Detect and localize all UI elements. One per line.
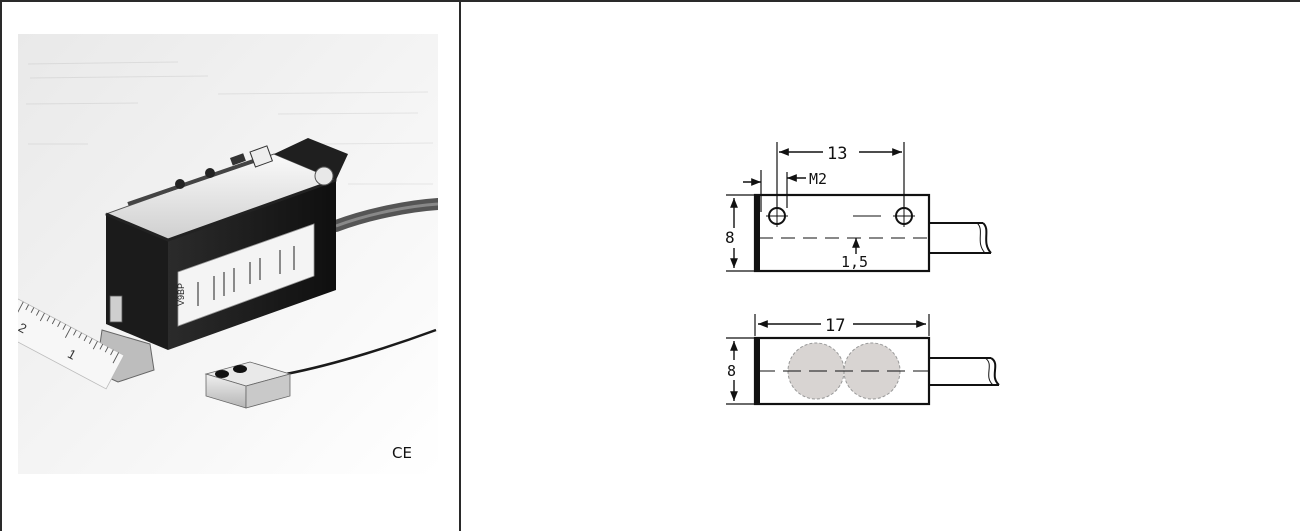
- indicator-led-1: [175, 179, 185, 189]
- dim-hole-spacing: 13: [827, 144, 847, 164]
- indicator-led-2: [205, 168, 215, 178]
- dim-thread-size: M2: [809, 170, 827, 188]
- mounting-hole-left: [766, 205, 788, 227]
- mounting-hole-right: [893, 205, 915, 227]
- background-texture: [25, 61, 434, 185]
- sensor-head-side: [245, 373, 291, 409]
- amplifier-label: [177, 223, 315, 327]
- brand-logo: [109, 295, 123, 323]
- dim-front-length: 17: [825, 316, 845, 336]
- amplifier-model-text: V9BP: [176, 283, 186, 306]
- top-view-body: [753, 193, 931, 273]
- dim-offset: 1,5: [841, 253, 868, 271]
- scale-ruler: 2 1: [18, 298, 125, 390]
- dim-top-height: 8: [725, 228, 735, 247]
- dim-front-height: 8: [727, 362, 736, 380]
- sensor-lens-1: [215, 370, 229, 378]
- sensor-cable: [285, 328, 437, 376]
- front-view: [726, 314, 1000, 406]
- dimension-drawing: 13 M2 8 1,5: [461, 2, 1300, 531]
- label-print-lines: [197, 246, 295, 306]
- product-photo: V9BP: [18, 34, 438, 474]
- ruler-mark-2: 2: [18, 320, 29, 337]
- sensor-lens-2: [233, 365, 247, 373]
- top-view: [726, 142, 992, 273]
- panel-divider: [459, 0, 461, 531]
- ce-mark: CE: [392, 444, 412, 462]
